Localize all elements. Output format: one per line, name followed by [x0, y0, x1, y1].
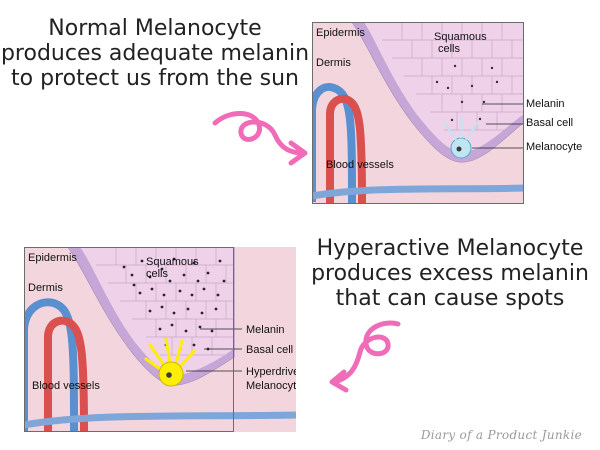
caption-line: that can cause spots: [335, 286, 565, 311]
melanocyte-label: Melanocyte: [526, 141, 583, 153]
watermark: Diary of a Product Junkie: [420, 428, 582, 442]
hyperactive-skin-diagram: Epidermis Dermis Squamous cells Blood ve…: [24, 247, 296, 432]
melanin-granules: [122, 257, 226, 351]
melanin-label: Melanin: [246, 324, 285, 336]
dermis-label: Dermis: [316, 57, 351, 69]
curly-arrow-icon: [205, 95, 315, 175]
caption-line: produces adequate melanin: [0, 41, 310, 66]
epidermis-label: Epidermis: [316, 27, 365, 39]
leader-lines: [472, 103, 524, 149]
squamous-label: Squamous: [434, 31, 487, 43]
caption-line: Hyperactive Melanocyte: [316, 236, 584, 261]
artery-vessel: [326, 94, 366, 204]
basal-cell-label: Basal cell: [246, 344, 293, 356]
horizontal-vessel: [24, 411, 296, 429]
dermis-label: Dermis: [28, 282, 63, 294]
epidermis-label: Epidermis: [28, 252, 77, 264]
blood-vessels-label: Blood vessels: [326, 159, 394, 171]
vein-vessel: [24, 298, 78, 432]
hyperdrive-label: Hyperdrive: [246, 366, 296, 378]
melanin-granules: [435, 64, 499, 122]
artery-vessel: [44, 316, 88, 432]
squamous-label: Squamous: [146, 256, 199, 268]
caption-line: to protect us from the sun: [11, 66, 299, 91]
panel-border: [312, 22, 524, 204]
melanocyte-nucleus: [166, 372, 172, 378]
squamous-label: cells: [146, 268, 169, 280]
melanin-label: Melanin: [526, 98, 565, 110]
squamous-cells: [96, 247, 234, 356]
caption-line: produces excess melanin: [311, 261, 589, 286]
basal-layer: [352, 22, 524, 162]
squamous-label: cells: [438, 43, 461, 55]
normal-skin-diagram: Epidermis Dermis Squamous cells Blood ve…: [312, 22, 582, 204]
basal-cell-label: Basal cell: [526, 117, 574, 129]
blood-vessels-label: Blood vessels: [32, 380, 100, 392]
squamous-cells: [382, 22, 524, 131]
curly-arrow-icon: [320, 318, 430, 398]
melanocyte-dendrites: [443, 116, 479, 141]
melanocyte-dendrites: [144, 337, 196, 371]
panel-border: [24, 247, 234, 432]
caption-line: Normal Melanocyte: [48, 16, 262, 41]
basal-layer: [68, 247, 234, 385]
leader-lines: [186, 328, 242, 372]
melanocyte-label: Melanocyte: [246, 380, 296, 392]
vein-vessel: [312, 83, 356, 204]
hyperactive-melanocyte-caption: Hyperactive Melanocyte produces excess m…: [300, 236, 600, 311]
normal-melanocyte-caption: Normal Melanocyte produces adequate mela…: [0, 16, 310, 91]
horizontal-vessel: [312, 184, 524, 200]
melanocyte-nucleus: [456, 146, 462, 152]
